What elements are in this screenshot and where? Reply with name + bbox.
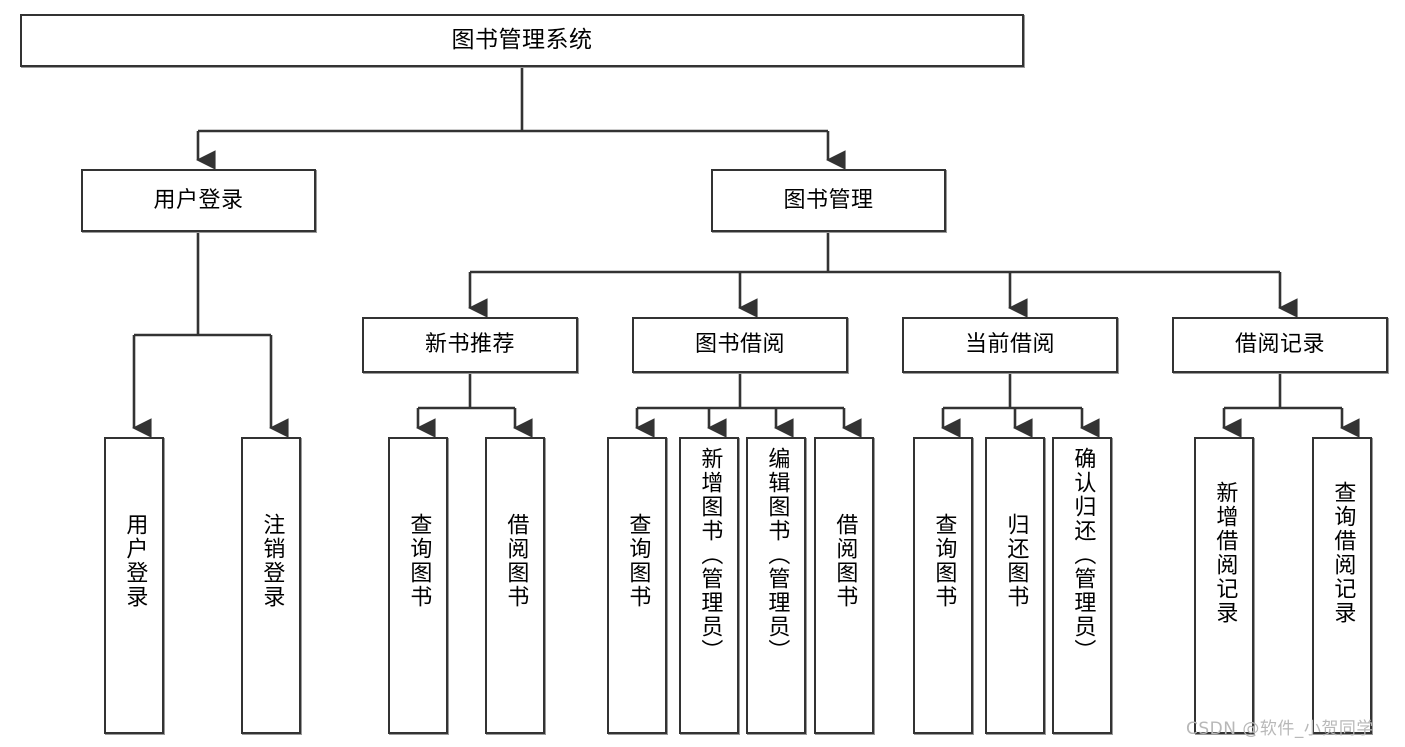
- node-leaf-user-login[interactable]: 用户登录: [104, 437, 164, 734]
- node-label: 借阅图书: [503, 513, 529, 609]
- node-label: 查询图书: [406, 513, 432, 609]
- node-label: 查询图书: [931, 513, 957, 609]
- node-user-login[interactable]: 用户登录: [81, 169, 316, 232]
- node-label: 查询借阅记录: [1330, 481, 1356, 625]
- csdn-watermark: CSDN @软件_小贺同学: [1186, 719, 1374, 739]
- node-label: 注销登录: [259, 513, 285, 609]
- node-current-borrow[interactable]: 当前借阅: [902, 317, 1118, 373]
- node-label: 图书借阅: [694, 332, 785, 358]
- node-leaf-logout[interactable]: 注销登录: [241, 437, 301, 734]
- node-label: 确认归还（管理员）: [1070, 447, 1096, 663]
- node-label: 用户登录: [122, 513, 148, 609]
- node-label: 归还图书: [1003, 513, 1029, 609]
- node-leaf-add-book[interactable]: 新增图书（管理员）: [679, 437, 739, 734]
- node-label: 当前借阅: [964, 332, 1055, 358]
- node-label: 新增借阅记录: [1212, 481, 1238, 625]
- node-leaf-query-book-3[interactable]: 查询图书: [913, 437, 973, 734]
- node-book-borrow[interactable]: 图书借阅: [632, 317, 848, 373]
- node-label: 查询图书: [625, 513, 651, 609]
- node-leaf-query-record[interactable]: 查询借阅记录: [1312, 437, 1372, 734]
- node-leaf-borrow-book-1[interactable]: 借阅图书: [485, 437, 545, 734]
- node-leaf-add-record[interactable]: 新增借阅记录: [1194, 437, 1254, 734]
- node-label: 用户登录: [153, 187, 244, 213]
- node-label: 借阅记录: [1234, 332, 1325, 358]
- node-leaf-borrow-book-2[interactable]: 借阅图书: [814, 437, 874, 734]
- node-root-system[interactable]: 图书管理系统: [20, 14, 1024, 67]
- node-leaf-query-book-2[interactable]: 查询图书: [607, 437, 667, 734]
- node-label: 图书管理系统: [451, 26, 593, 53]
- node-new-book-rec[interactable]: 新书推荐: [362, 317, 578, 373]
- node-book-manage[interactable]: 图书管理: [711, 169, 946, 232]
- node-leaf-edit-book[interactable]: 编辑图书（管理员）: [746, 437, 806, 734]
- node-label: 借阅图书: [832, 513, 858, 609]
- node-leaf-return-book[interactable]: 归还图书: [985, 437, 1045, 734]
- node-borrow-record[interactable]: 借阅记录: [1172, 317, 1388, 373]
- node-label: 新增图书（管理员）: [697, 447, 723, 663]
- node-leaf-confirm-return[interactable]: 确认归还（管理员）: [1052, 437, 1112, 734]
- node-label: 新书推荐: [424, 332, 515, 358]
- node-label: 编辑图书（管理员）: [764, 447, 790, 663]
- node-leaf-query-book-1[interactable]: 查询图书: [388, 437, 448, 734]
- node-label: 图书管理: [783, 187, 874, 213]
